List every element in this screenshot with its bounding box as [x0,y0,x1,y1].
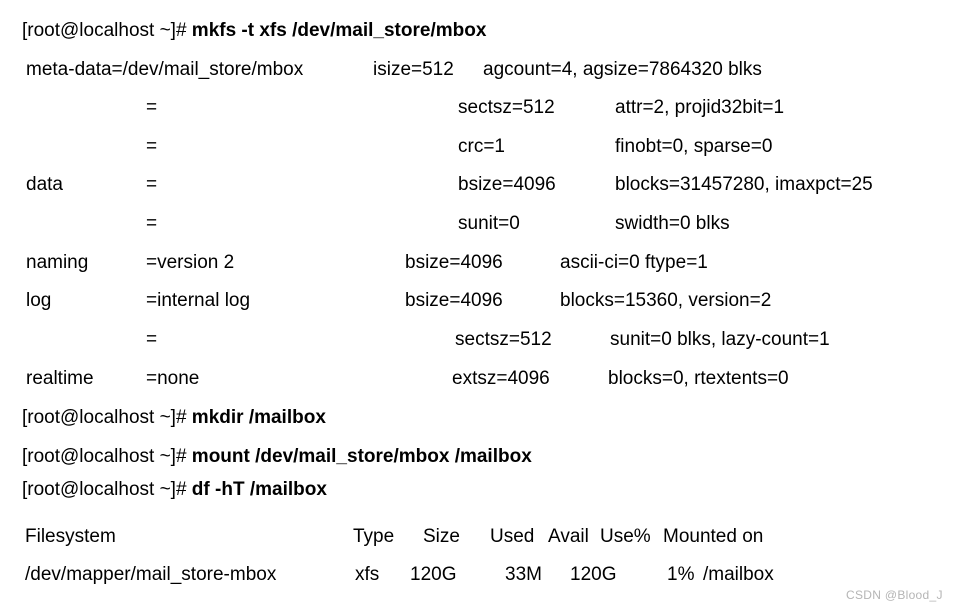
shell-prompt: [root@localhost ~]# [22,20,192,41]
mkfs-param-1: isize=512 [373,59,454,80]
df-value-type: xfs [355,564,380,585]
mkfs-param-1: crc=1 [458,136,505,157]
mkfs-param-1: extsz=4096 [452,368,550,389]
shell-prompt: [root@localhost ~]# [22,446,192,467]
mkfs-param-2: blocks=0, rtextents=0 [608,368,789,389]
mkfs-output-data-line: data = bsize=4096 blocks=31457280, imaxp… [0,174,954,198]
mkfs-param-2: ascii-ci=0 ftype=1 [560,252,708,273]
df-header-use-percent: Use% [600,526,651,547]
mkfs-output-line: = sectsz=512 attr=2, projid32bit=1 [0,97,954,121]
command-mkfs: mkfs -t xfs /dev/mail_store/mbox [191,20,487,41]
continuation-equals: = [146,329,158,350]
mkfs-param-2: blocks=31457280, imaxpct=25 [615,174,873,195]
shell-prompt: [root@localhost ~]# [22,407,192,428]
command-df: df -hT /mailbox [191,479,327,500]
mkfs-section-label: log [26,290,52,311]
mkfs-param-1: sectsz=512 [455,329,552,350]
mkfs-output-naming-line: naming =version 2 bsize=4096 ascii-ci=0 … [0,252,954,276]
df-header-type: Type [353,526,395,547]
mkfs-param-1: bsize=4096 [405,252,503,273]
continuation-equals: = [146,174,158,195]
prompt-and-command: [root@localhost ~]# df -hT /mailbox [22,479,327,501]
df-header-size: Size [423,526,460,547]
df-header-row: Filesystem Type Size Used Avail Use% Mou… [0,526,954,550]
mkfs-param-2: blocks=15360, version=2 [560,290,772,311]
df-value-filesystem: /dev/mapper/mail_store-mbox [25,564,277,585]
continuation-equals: = [146,97,158,118]
mkfs-param-1: sectsz=512 [458,97,555,118]
mkfs-output-line: = sunit=0 swidth=0 blks [0,213,954,237]
mkfs-param-2: agcount=4, agsize=7864320 blks [483,59,762,80]
mkfs-section-value: =none [146,368,200,389]
df-header-mounted-on: Mounted on [663,526,764,547]
mkfs-param-2: swidth=0 blks [615,213,730,234]
df-header-avail: Avail [548,526,589,547]
command-line-mkdir: [root@localhost ~]# mkdir /mailbox [0,407,954,431]
mkfs-output-log-line: log =internal log bsize=4096 blocks=1536… [0,290,954,314]
df-value-avail: 120G [570,564,617,585]
command-line-df: [root@localhost ~]# df -hT /mailbox [0,479,954,503]
prompt-and-command: [root@localhost ~]# mkfs -t xfs /dev/mai… [22,20,486,42]
command-line-mount: [root@localhost ~]# mount /dev/mail_stor… [0,446,954,470]
df-value-use-percent: 1% [667,564,695,585]
mkfs-param-2: attr=2, projid32bit=1 [615,97,785,118]
continuation-equals: = [146,213,158,234]
mkfs-param-2: finobt=0, sparse=0 [615,136,773,157]
mkfs-param-2: sunit=0 blks, lazy-count=1 [610,329,830,350]
csdn-watermark: CSDN @Blood_J [846,588,943,602]
mkfs-section-label: naming [26,252,89,273]
mkfs-param-1: sunit=0 [458,213,520,234]
prompt-and-command: [root@localhost ~]# mkdir /mailbox [22,407,326,429]
shell-prompt: [root@localhost ~]# [22,479,192,500]
mkfs-output-line: = sectsz=512 sunit=0 blks, lazy-count=1 [0,329,954,353]
df-value-used: 33M [505,564,542,585]
df-header-filesystem: Filesystem [25,526,116,547]
continuation-equals: = [146,136,158,157]
mkfs-output-metadata-line: meta-data=/dev/mail_store/mbox isize=512… [0,59,954,83]
command-line-mkfs: [root@localhost ~]# mkfs -t xfs /dev/mai… [0,20,954,44]
df-value-size: 120G [410,564,457,585]
mkfs-section-label: data [26,174,63,195]
df-header-used: Used [490,526,535,547]
mkfs-param-1: bsize=4096 [405,290,503,311]
mkfs-section-value: =version 2 [146,252,235,273]
mkfs-section-value: =internal log [146,290,251,311]
command-mount: mount /dev/mail_store/mbox /mailbox [191,446,532,467]
command-mkdir: mkdir /mailbox [191,407,326,428]
mkfs-section-label: meta-data=/dev/mail_store/mbox [26,59,304,80]
df-value-mounted-on: /mailbox [703,564,774,585]
mkfs-output-line: = crc=1 finobt=0, sparse=0 [0,136,954,160]
prompt-and-command: [root@localhost ~]# mount /dev/mail_stor… [22,446,532,468]
mkfs-param-1: bsize=4096 [458,174,556,195]
df-data-row: /dev/mapper/mail_store-mbox xfs 120G 33M… [0,564,954,588]
mkfs-output-realtime-line: realtime =none extsz=4096 blocks=0, rtex… [0,368,954,392]
mkfs-section-label: realtime [26,368,94,389]
